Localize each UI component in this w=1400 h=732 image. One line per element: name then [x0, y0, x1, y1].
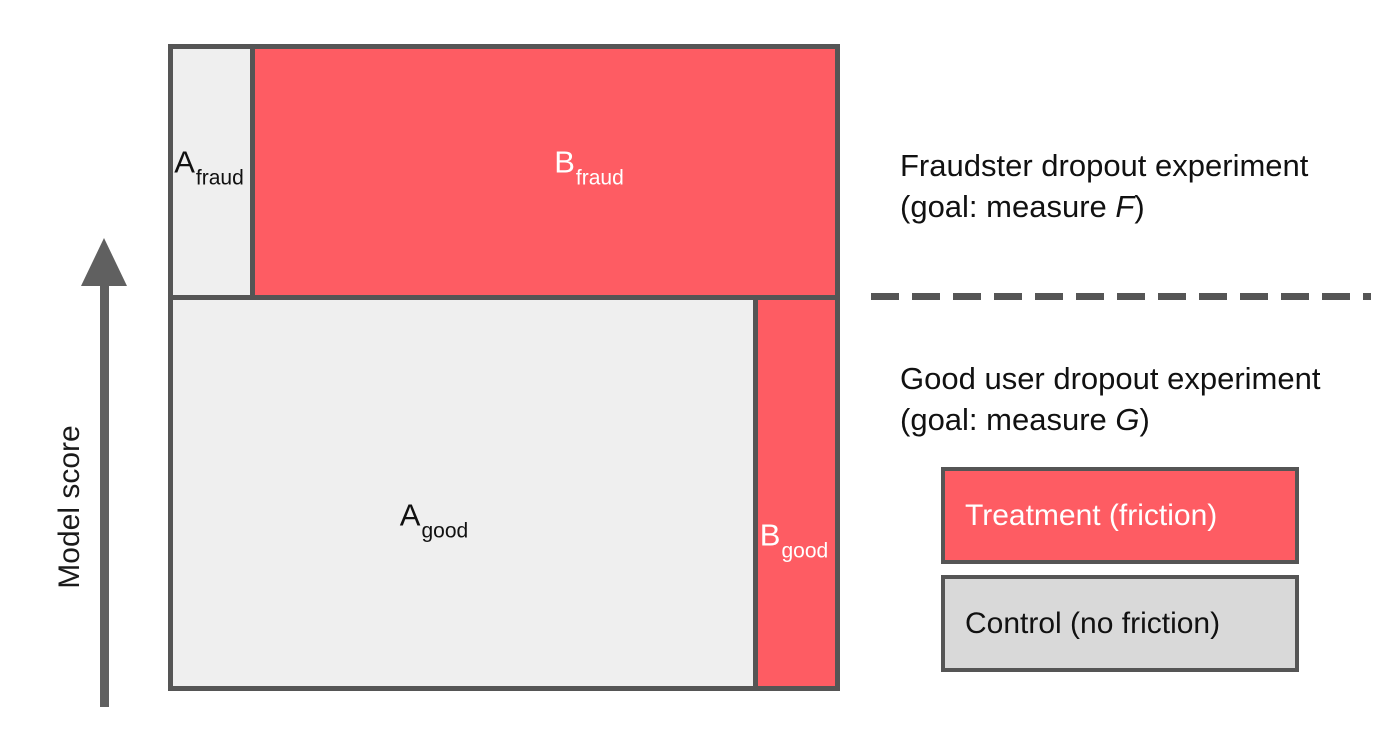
label-b-good-sub: good	[781, 539, 829, 563]
y-axis-line	[100, 280, 109, 707]
dashed-separator	[871, 293, 1371, 300]
label-a-fraud: Afraud	[174, 144, 244, 189]
label-a-fraud-main: A	[174, 144, 195, 180]
legend-treatment-label: Treatment (friction)	[965, 498, 1218, 532]
annotation-fraudster-line1: Fraudster dropout experiment	[900, 148, 1309, 183]
block-a-fraud	[168, 44, 255, 300]
block-b-fraud	[250, 44, 840, 300]
label-b-fraud-main: B	[554, 144, 575, 180]
annotation-fraudster-var: F	[1115, 189, 1135, 224]
legend-treatment: Treatment (friction)	[941, 467, 1299, 564]
block-b-good	[753, 295, 840, 691]
annotation-good-user-line2: (goal: measure G)	[900, 399, 1320, 440]
annotation-good-user-suffix: )	[1139, 402, 1150, 437]
annotation-good-user-line1: Good user dropout experiment	[900, 361, 1321, 396]
annotation-good-user-prefix: (goal: measure	[900, 402, 1116, 437]
annotation-fraudster: Fraudster dropout experiment (goal: meas…	[900, 145, 1308, 227]
annotation-fraudster-suffix: )	[1134, 189, 1145, 224]
legend-control: Control (no friction)	[941, 575, 1299, 672]
label-a-good-sub: good	[421, 519, 469, 543]
annotation-good-user-var: G	[1115, 402, 1140, 437]
label-b-good-main: B	[759, 517, 781, 553]
label-a-good-main: A	[399, 497, 421, 533]
legend-control-label: Control (no friction)	[965, 606, 1221, 640]
label-a-good: Agood	[399, 497, 468, 542]
annotation-good-user: Good user dropout experiment (goal: meas…	[900, 358, 1320, 440]
block-a-good	[168, 295, 758, 691]
label-a-fraud-sub: fraud	[195, 166, 244, 190]
label-b-fraud: Bfraud	[554, 144, 624, 189]
annotation-fraudster-prefix: (goal: measure	[900, 189, 1116, 224]
label-b-good: Bgood	[759, 517, 828, 562]
up-arrow-icon	[81, 238, 127, 286]
y-axis-label: Model score	[53, 425, 86, 589]
annotation-fraudster-line2: (goal: measure F)	[900, 186, 1308, 227]
label-b-fraud-sub: fraud	[575, 166, 624, 190]
